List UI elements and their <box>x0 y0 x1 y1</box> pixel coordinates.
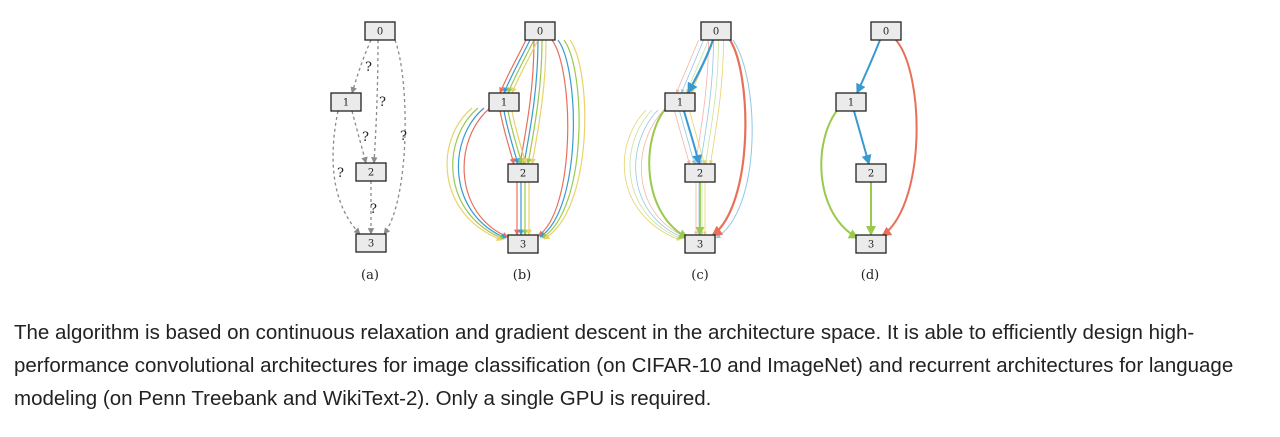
node-1-box <box>835 92 867 112</box>
edge-1-2 <box>507 110 524 165</box>
edge-1-3-strong <box>648 107 689 239</box>
architecture-search-figure: ?????? 0 1 2 3 (a) 0 1 2 3 (b) 0 1 2 3 (c) 0 1 2 3 (d) <box>330 21 918 283</box>
panel-d: 0 1 2 3 (d) <box>820 21 918 283</box>
panel-label: (b) <box>513 268 531 283</box>
edge-1-3-faint <box>640 109 687 238</box>
node-1-box <box>488 92 520 112</box>
edge-1-3 <box>463 107 509 238</box>
panel-label: (c) <box>691 268 708 283</box>
node-2-label: 2 <box>368 168 374 179</box>
panel-label: (a) <box>361 268 379 283</box>
node-3-box <box>684 234 716 254</box>
panel-label: (d) <box>861 268 879 283</box>
edge-0-3 <box>541 39 580 239</box>
edge-0-1-faint <box>685 39 709 94</box>
node-2-box <box>507 163 539 183</box>
edge-0-3 <box>537 39 569 237</box>
edge-0-1-faint <box>675 39 699 94</box>
node-0-box <box>700 21 732 41</box>
edge-1-3 <box>457 107 507 239</box>
edge-0-1 <box>503 39 531 94</box>
node-0-label: 0 <box>537 27 543 38</box>
node-0-box <box>524 21 556 41</box>
node-0-label: 0 <box>883 27 889 38</box>
edge-0-1 <box>350 39 372 94</box>
edge-1-2 <box>511 110 528 165</box>
node-1-box <box>330 92 362 112</box>
edge-1-2-faint <box>689 110 706 165</box>
edge-0-3-strong <box>711 39 747 237</box>
edge-0-1 <box>511 39 539 94</box>
edge-0-1-faint <box>680 39 704 94</box>
panel-b: 0 1 2 3 (b) <box>446 21 586 283</box>
node-3-label: 3 <box>520 240 526 251</box>
edge-1-2 <box>351 110 368 164</box>
panel-c: 0 1 2 3 (c) <box>623 21 753 283</box>
node-1-label: 1 <box>501 98 507 109</box>
edge-0-1-strong <box>687 39 715 94</box>
node-2-label: 2 <box>697 169 703 180</box>
edge-1-3 <box>332 110 361 235</box>
edge-1-2 <box>499 110 516 165</box>
node-3-label: 3 <box>868 240 874 251</box>
edge-0-3 <box>543 39 586 240</box>
edge-1-3-faint <box>629 109 683 240</box>
edge-1-2-strong <box>683 110 703 165</box>
node-3-box <box>855 234 887 254</box>
edge-0-2 <box>521 39 539 165</box>
edge-1-2 <box>853 110 872 165</box>
edge-1-3 <box>452 107 505 240</box>
node-0-box <box>364 21 396 41</box>
node-2-label: 2 <box>520 169 526 180</box>
edge-1-3 <box>820 107 859 239</box>
node-0-label: 0 <box>377 27 383 38</box>
node-1-box <box>664 92 696 112</box>
node-3-box <box>355 233 387 253</box>
node-2-label: 2 <box>868 169 874 180</box>
edge-0-1 <box>499 39 527 94</box>
edge-0-3 <box>881 39 918 237</box>
edge-1-2-faint <box>674 110 691 165</box>
node-2-box <box>855 163 887 183</box>
edge-0-2-faint <box>709 39 724 165</box>
figure-caption: The algorithm is based on continuous rel… <box>14 321 1234 410</box>
unknown-operation-mark: ? <box>362 130 369 145</box>
edge-0-2 <box>525 39 543 165</box>
node-2-box <box>355 162 387 182</box>
edge-1-3 <box>446 107 503 241</box>
edge-0-2-faint <box>704 39 719 165</box>
edge-0-3-faint <box>715 39 753 239</box>
unknown-operation-mark: ? <box>365 60 372 75</box>
node-1-label: 1 <box>848 98 854 109</box>
node-1-label: 1 <box>677 98 683 109</box>
unknown-operation-mark: ? <box>370 202 377 217</box>
edge-0-3 <box>539 39 574 238</box>
node-3-box <box>507 234 539 254</box>
unknown-operation-mark: ? <box>379 95 386 110</box>
unknown-operation-mark: ? <box>400 129 407 144</box>
edge-0-2 <box>371 39 379 164</box>
edge-0-1 <box>856 39 881 94</box>
edge-0-2-faint <box>699 39 714 165</box>
edge-0-2 <box>529 39 547 165</box>
panel-a: ?????? 0 1 2 3 (a) <box>330 21 407 283</box>
edge-0-2-faint <box>694 39 709 165</box>
node-0-box <box>870 21 902 41</box>
unknown-operation-mark: ? <box>337 166 344 181</box>
edge-1-3-faint <box>623 109 681 241</box>
node-2-box <box>684 163 716 183</box>
node-3-label: 3 <box>697 240 703 251</box>
node-3-label: 3 <box>368 239 374 250</box>
edge-1-2 <box>503 110 520 165</box>
edge-1-3-faint <box>635 109 685 239</box>
edge-0-1 <box>507 39 535 94</box>
node-0-label: 0 <box>713 27 719 38</box>
edge-0-3 <box>383 39 406 235</box>
node-1-label: 1 <box>343 98 349 109</box>
